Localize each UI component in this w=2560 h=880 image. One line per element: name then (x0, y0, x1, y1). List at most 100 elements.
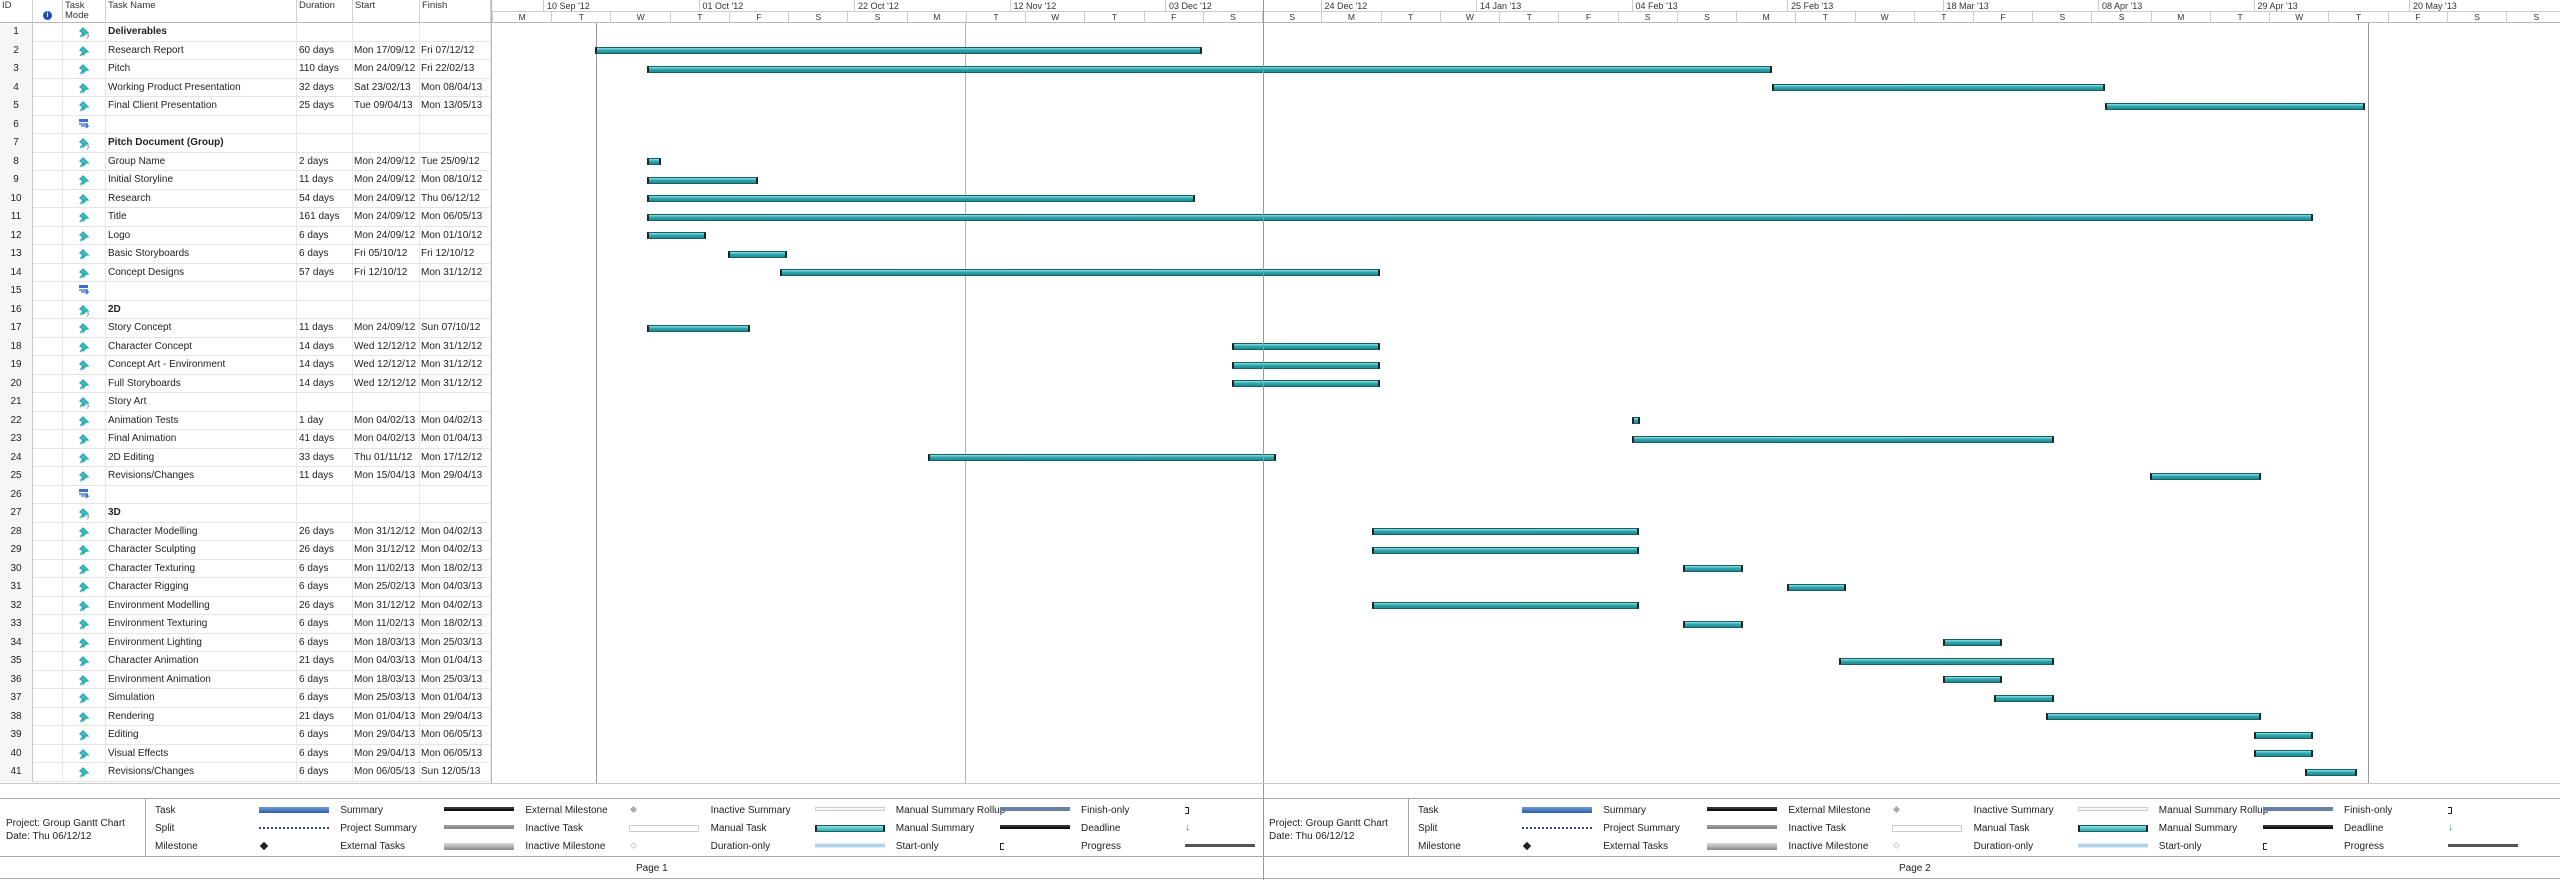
duration-cell[interactable]: 6 days (297, 615, 353, 634)
task-name-cell[interactable]: 2D (106, 300, 297, 319)
table-row[interactable]: 30 Character Texturing 6 days Mon 11/02/… (0, 559, 491, 578)
start-cell[interactable]: Mon 31/12/12 (353, 596, 420, 615)
task-name-cell[interactable]: Pitch (106, 60, 297, 79)
table-row[interactable]: 10 Research 54 days Mon 24/09/12 Thu 06/… (0, 189, 491, 208)
duration-cell[interactable]: 11 days (297, 171, 353, 190)
finish-cell[interactable]: Mon 13/05/13 (420, 97, 491, 116)
task-mode-cell[interactable] (63, 670, 106, 689)
start-cell[interactable] (353, 300, 420, 319)
table-row[interactable]: 22 Animation Tests 1 day Mon 04/02/13 Mo… (0, 411, 491, 430)
start-cell[interactable]: Mon 11/02/13 (353, 615, 420, 634)
finish-cell[interactable] (420, 300, 491, 319)
task-name-cell[interactable]: Final Client Presentation (106, 97, 297, 116)
task-bar[interactable] (646, 158, 662, 165)
task-mode-cell[interactable] (63, 541, 106, 560)
duration-cell[interactable]: 32 days (297, 78, 353, 97)
task-bar[interactable] (646, 65, 1773, 73)
task-bar[interactable] (1942, 639, 2002, 646)
finish-cell[interactable] (420, 134, 491, 153)
duration-cell[interactable]: 57 days (297, 263, 353, 282)
start-cell[interactable] (353, 504, 420, 523)
task-bar[interactable] (1372, 528, 1639, 535)
finish-cell[interactable] (420, 115, 491, 134)
task-name-cell[interactable]: Character Rigging (106, 578, 297, 597)
table-row[interactable]: 18 Character Concept 14 days Wed 12/12/1… (0, 337, 491, 356)
finish-cell[interactable]: Sun 12/05/13 (420, 763, 491, 782)
finish-cell[interactable]: Mon 29/04/13 (420, 467, 491, 486)
start-cell[interactable]: Mon 24/09/12 (353, 226, 420, 245)
task-name-cell[interactable]: Working Product Presentation (106, 78, 297, 97)
finish-cell[interactable]: Mon 01/04/13 (420, 689, 491, 708)
duration-cell[interactable]: 6 days (297, 689, 353, 708)
task-mode-cell[interactable] (63, 559, 106, 578)
table-row[interactable]: 20 Full Storyboards 14 days Wed 12/12/12… (0, 374, 491, 393)
start-cell[interactable]: Mon 24/09/12 (353, 171, 420, 190)
finish-cell[interactable]: Mon 25/03/13 (420, 670, 491, 689)
task-mode-cell[interactable] (63, 763, 106, 782)
task-mode-cell[interactable] (63, 467, 106, 486)
finish-cell[interactable]: Mon 04/03/13 (420, 578, 491, 597)
task-name-cell[interactable]: Basic Storyboards (106, 245, 297, 264)
task-name-cell[interactable]: Environment Lighting (106, 633, 297, 652)
task-mode-cell[interactable] (63, 60, 106, 79)
task-bar[interactable] (779, 269, 1380, 276)
task-mode-cell[interactable] (63, 430, 106, 449)
table-row[interactable]: 4 Working Product Presentation 32 days S… (0, 78, 491, 97)
finish-cell[interactable]: Mon 04/02/13 (420, 411, 491, 430)
start-cell[interactable]: Mon 24/09/12 (353, 60, 420, 79)
task-name-cell[interactable]: 2D Editing (106, 448, 297, 467)
task-bar[interactable] (1231, 380, 1380, 387)
task-mode-cell[interactable] (63, 411, 106, 430)
duration-cell[interactable]: 26 days (297, 596, 353, 615)
task-bar[interactable] (1787, 583, 1847, 591)
duration-cell[interactable] (297, 282, 353, 301)
duration-cell[interactable]: 1 day (297, 411, 353, 430)
duration-cell[interactable]: 6 days (297, 226, 353, 245)
finish-cell[interactable]: Mon 04/02/13 (420, 522, 491, 541)
duration-cell[interactable]: 6 days (297, 578, 353, 597)
task-mode-cell[interactable] (63, 522, 106, 541)
table-row[interactable]: 34 Environment Lighting 6 days Mon 18/03… (0, 633, 491, 652)
duration-cell[interactable]: 6 days (297, 763, 353, 782)
task-name-cell[interactable]: Simulation (106, 689, 297, 708)
task-name-cell[interactable] (106, 485, 297, 504)
task-mode-cell[interactable] (63, 578, 106, 597)
task-mode-cell[interactable] (63, 337, 106, 356)
task-bar[interactable] (1231, 361, 1380, 369)
finish-cell[interactable]: Mon 06/05/13 (420, 744, 491, 763)
duration-cell[interactable] (297, 393, 353, 412)
finish-cell[interactable]: Mon 31/12/12 (420, 337, 491, 356)
finish-cell[interactable]: Mon 08/10/12 (420, 171, 491, 190)
finish-cell[interactable]: Mon 31/12/12 (420, 263, 491, 282)
task-bar[interactable] (646, 176, 758, 184)
start-cell[interactable]: Mon 06/05/13 (353, 763, 420, 782)
duration-cell[interactable]: 6 days (297, 633, 353, 652)
duration-cell[interactable]: 21 days (297, 707, 353, 726)
table-row[interactable]: 38 Rendering 21 days Mon 01/04/13 Mon 29… (0, 707, 491, 726)
task-name-cell[interactable]: Deliverables (106, 23, 297, 42)
header-start[interactable]: Start (353, 0, 420, 23)
table-row[interactable]: 13 Basic Storyboards 6 days Fri 05/10/12… (0, 245, 491, 264)
task-name-cell[interactable]: Revisions/Changes (106, 763, 297, 782)
start-cell[interactable]: Mon 25/03/13 (353, 689, 420, 708)
task-bar[interactable] (1772, 84, 2106, 91)
task-name-cell[interactable]: Initial Storyline (106, 171, 297, 190)
start-cell[interactable] (353, 393, 420, 412)
task-name-cell[interactable]: Rendering (106, 707, 297, 726)
task-mode-cell[interactable] (63, 707, 106, 726)
task-name-cell[interactable]: Animation Tests (106, 411, 297, 430)
task-bar[interactable] (1838, 657, 2054, 665)
duration-cell[interactable]: 6 days (297, 744, 353, 763)
duration-cell[interactable]: 25 days (297, 97, 353, 116)
finish-cell[interactable]: Fri 07/12/12 (420, 41, 491, 60)
task-mode-cell[interactable]: ? (63, 134, 106, 153)
start-cell[interactable]: Thu 01/11/12 (353, 448, 420, 467)
task-bar[interactable] (2046, 713, 2261, 720)
task-name-cell[interactable]: Character Animation (106, 652, 297, 671)
duration-cell[interactable]: 6 days (297, 559, 353, 578)
task-bar[interactable] (1231, 343, 1380, 350)
task-mode-cell[interactable] (63, 633, 106, 652)
duration-cell[interactable]: 14 days (297, 337, 353, 356)
duration-cell[interactable]: 33 days (297, 448, 353, 467)
task-mode-cell[interactable] (63, 726, 106, 745)
